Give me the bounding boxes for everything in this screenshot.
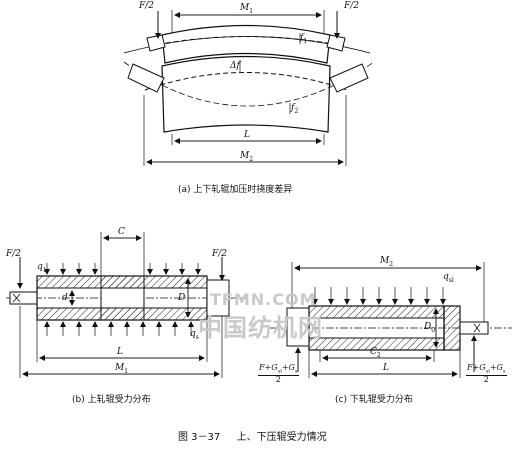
panel-b-force-right-label: F/2 <box>212 249 228 259</box>
panel-b-caption: (b) 上轧辊受力分布 <box>72 395 151 405</box>
panel-a-delta-f-label: Δf <box>230 61 240 71</box>
panel-b-d-large-label: D <box>178 293 186 303</box>
panel-a-drawing <box>123 10 375 166</box>
panel-a-m2-label: M2 <box>240 151 254 163</box>
upper-roll-body <box>161 24 331 64</box>
lower-roll-body <box>161 55 331 133</box>
panel-a-force-right-label: F/2 <box>344 1 360 11</box>
figure-title: 上、下压辊受力情况 <box>236 432 327 443</box>
panel-c-caption: (c) 下轧辊受力分布 <box>335 395 413 405</box>
qsl-load-arrows <box>312 287 446 305</box>
panel-b-drawing <box>6 232 248 378</box>
watermark-chinese: 中国纺机网 <box>198 314 323 342</box>
panel-b-q1-label: q1 <box>37 262 47 274</box>
panel-a-l-label: L <box>244 130 250 140</box>
panel-b-m1-label: M1 <box>115 363 129 375</box>
panel-a-f2-label: f2 <box>291 103 299 115</box>
panel-b-qs-label: qs <box>190 329 199 341</box>
panel-c-qsl-label: qsl <box>443 272 454 284</box>
q1-load-arrows <box>44 263 201 275</box>
panel-b-force-left-label: F/2 <box>6 249 22 259</box>
panel-a-caption: (a) 上下轧辊加压时挠度差异 <box>178 185 293 195</box>
figure-caption: 图 3－37 上、下压辊受力情况 <box>178 428 327 443</box>
panel-a-m1-label: M1 <box>240 3 254 15</box>
panel-a-force-left-label: F/2 <box>139 1 155 11</box>
watermark-latin: TFMN.COM <box>210 290 317 309</box>
panel-b-l-label: L <box>117 347 123 357</box>
panel-a-f1-label: f1 <box>300 33 308 45</box>
panel-c-d0-label: D0 <box>424 322 436 334</box>
panel-c-drawing <box>270 262 512 378</box>
panel-c-m2-label: M2 <box>380 256 394 268</box>
qs-load-arrows <box>44 321 194 336</box>
panel-b-c-label: C <box>118 227 125 237</box>
panel-c-c2-label: C2 <box>370 347 381 359</box>
panel-c-l-label: L <box>383 363 389 373</box>
panel-c-right-support-fraction: F+Gsl+Gs 2 <box>466 363 507 385</box>
figure-number: 图 3－37 <box>178 432 221 443</box>
panel-c-left-support-fraction: F+Gsl+Gs 2 <box>258 363 299 385</box>
panel-b-d-small-label: d <box>62 293 68 303</box>
